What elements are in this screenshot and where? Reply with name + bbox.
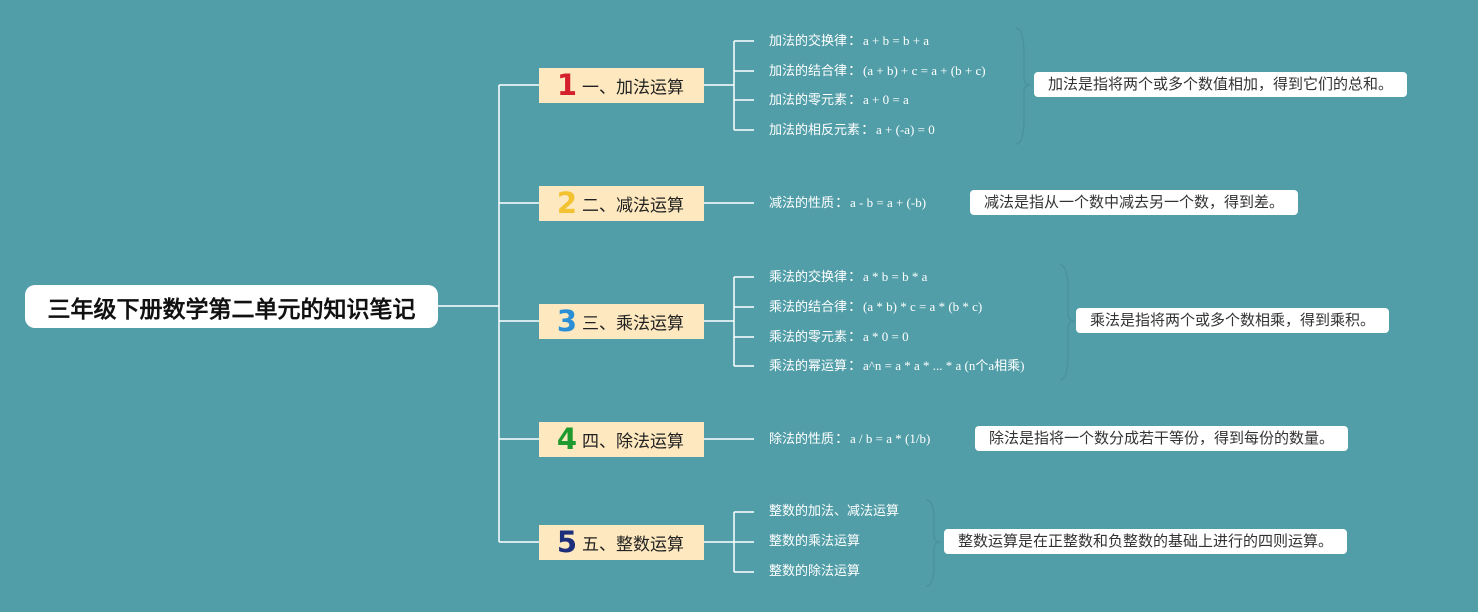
summary-note-division: 除法是指将一个数分成若干等份，得到每份的数量。 <box>975 426 1349 451</box>
branch-number: 1 <box>556 68 578 102</box>
branch-number: 4 <box>556 422 578 456</box>
branch-label: 二、减法运算 <box>582 196 684 216</box>
branch-division: 4 四、除法运算 <box>539 422 704 457</box>
branch-number: 2 <box>556 186 578 220</box>
branch-number: 3 <box>556 304 578 338</box>
branch-subtraction: 2 二、减法运算 <box>539 186 704 221</box>
summary-note-integer: 整数运算是在正整数和负整数的基础上进行的四则运算。 <box>944 529 1348 554</box>
summary-note-subtraction: 减法是指从一个数中减去另一个数，得到差。 <box>970 190 1299 215</box>
leaf-item: 减法的性质：a - b = a + (-b) <box>769 195 927 211</box>
branch-integer: 5 五、整数运算 <box>539 525 704 560</box>
leaf-item: 整数的除法运算 <box>769 564 861 579</box>
leaf-item: 加法的相反元素：a + (-a) = 0 <box>769 122 935 138</box>
leaf-item: 乘法的幂运算：a^n = a * a * ... * a (n个a相乘) <box>769 358 1025 374</box>
branch-label: 一、加法运算 <box>582 78 684 98</box>
branch-label: 三、乘法运算 <box>582 314 684 334</box>
summary-note-multiplication: 乘法是指将两个或多个数相乘，得到乘积。 <box>1076 308 1390 333</box>
leaf-item: 乘法的零元素：a * 0 = 0 <box>769 329 909 345</box>
leaf-item: 乘法的结合律：(a * b) * c = a * (b * c) <box>769 299 983 315</box>
leaf-item: 乘法的交换律：a * b = b * a <box>769 269 928 285</box>
leaf-item: 加法的零元素：a + 0 = a <box>769 92 909 108</box>
leaf-item: 整数的乘法运算 <box>769 534 861 549</box>
branch-label: 四、除法运算 <box>582 432 684 452</box>
mindmap-root-title: 三年级下册数学第二单元的知识笔记 <box>25 285 438 328</box>
branch-label: 五、整数运算 <box>582 535 684 555</box>
leaf-item: 加法的交换律：a + b = b + a <box>769 33 930 49</box>
leaf-item: 整数的加法、减法运算 <box>769 504 900 519</box>
branch-number: 5 <box>556 525 578 559</box>
branch-addition: 1 一、加法运算 <box>539 68 704 103</box>
leaf-item: 加法的结合律：(a + b) + c = a + (b + c) <box>769 63 986 79</box>
branch-multiplication: 3 三、乘法运算 <box>539 304 704 339</box>
leaf-item: 除法的性质：a / b = a * (1/b) <box>769 431 931 447</box>
summary-note-addition: 加法是指将两个或多个数值相加，得到它们的总和。 <box>1034 72 1408 97</box>
